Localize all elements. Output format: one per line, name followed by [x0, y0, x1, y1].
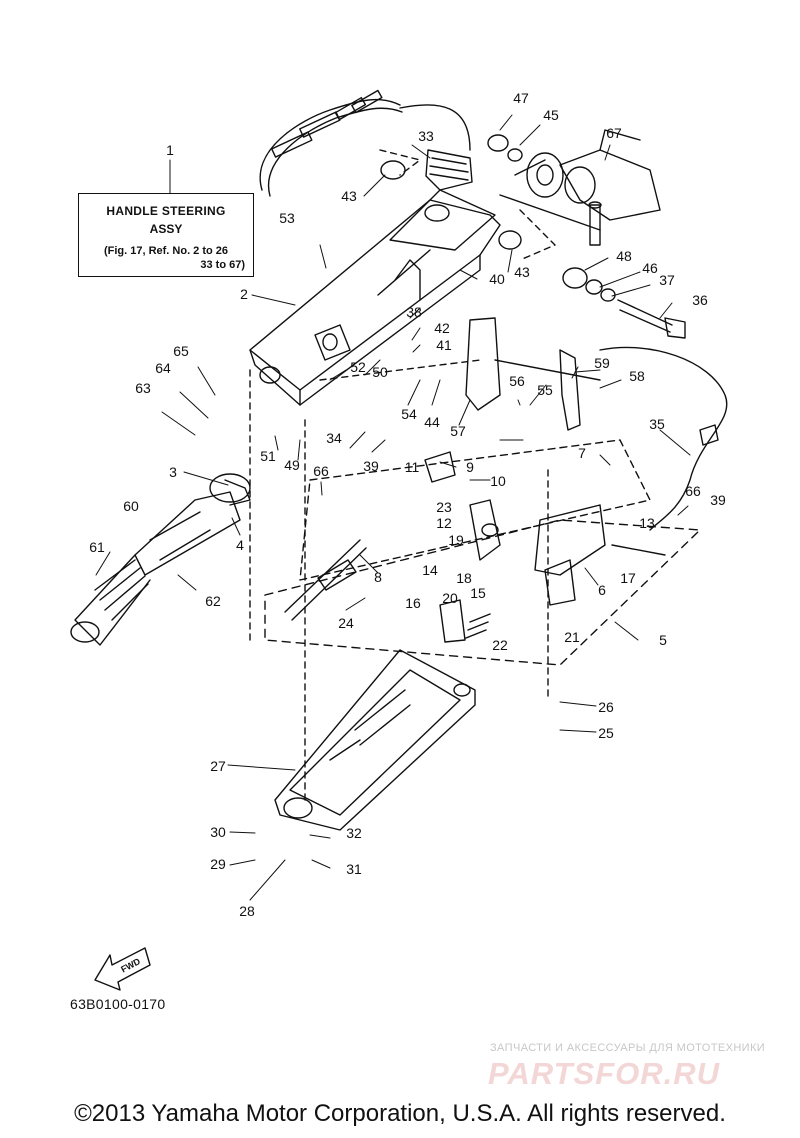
throttle-cable — [599, 346, 728, 531]
callout-64: 64 — [155, 360, 171, 376]
callout-56: 56 — [509, 373, 525, 389]
callout-4: 4 — [236, 537, 244, 553]
callout-51: 51 — [260, 448, 276, 464]
handle-bracket — [249, 189, 501, 406]
callout-66: 66 — [313, 463, 329, 479]
callout-2: 2 — [240, 286, 248, 302]
throttle-bracket-assembly — [264, 439, 701, 666]
title-line-1: HANDLE STEERING — [106, 204, 226, 218]
callout-43b: 43 — [514, 264, 530, 280]
shift-lever — [465, 317, 601, 431]
callout-10: 10 — [490, 473, 506, 489]
callout-20: 20 — [442, 590, 458, 606]
callout-23: 23 — [436, 499, 452, 515]
steering-cables — [259, 89, 471, 197]
callout-49: 49 — [284, 457, 300, 473]
callout-29: 29 — [210, 856, 226, 872]
watermark-logo: PARTSFOR.RU — [488, 1056, 721, 1091]
callout-48: 48 — [616, 248, 632, 264]
callout-45: 45 — [543, 107, 559, 123]
callout-13: 13 — [639, 515, 655, 531]
callout-26: 26 — [598, 699, 614, 715]
callout-65: 65 — [173, 343, 189, 359]
callout-67: 67 — [606, 125, 622, 141]
leader-lines — [95, 114, 691, 901]
callout-17: 17 — [620, 570, 636, 586]
callout-61: 61 — [89, 539, 105, 555]
title-line-2: ASSY — [149, 222, 183, 236]
callout-21: 21 — [564, 629, 580, 645]
callout-35: 35 — [649, 416, 665, 432]
callout-28: 28 — [239, 903, 255, 919]
callout-16: 16 — [405, 595, 421, 611]
title-line-4: 33 to 67) — [200, 259, 245, 271]
assembly-title-box: HANDLE STEERING ASSY (Fig. 17, Ref. No. … — [78, 193, 254, 277]
callout-62: 62 — [205, 593, 221, 609]
callout-1: 1 — [166, 142, 174, 158]
callout-59: 59 — [594, 355, 610, 371]
copyright-notice: ©2013 Yamaha Motor Corporation, U.S.A. A… — [74, 1100, 726, 1127]
callout-33: 33 — [418, 128, 434, 144]
callout-47: 47 — [513, 90, 529, 106]
callout-58: 58 — [629, 368, 645, 384]
callout-44: 44 — [424, 414, 440, 430]
callout-63: 63 — [135, 380, 151, 396]
throttle-grip — [70, 473, 251, 646]
callout-25: 25 — [598, 725, 614, 741]
callout-37: 37 — [659, 272, 675, 288]
callout-18: 18 — [456, 570, 472, 586]
callout-60: 60 — [123, 498, 139, 514]
guide-lines — [249, 149, 556, 801]
callout-12: 12 — [436, 515, 452, 531]
callout-42: 42 — [434, 320, 450, 336]
callout-7: 7 — [578, 445, 586, 461]
callout-14: 14 — [422, 562, 438, 578]
cable-boot — [425, 149, 473, 191]
callout-6: 6 — [598, 582, 606, 598]
callout-24: 24 — [338, 615, 354, 631]
callout-46: 46 — [642, 260, 658, 276]
callout-15: 15 — [470, 585, 486, 601]
callout-19: 19 — [448, 532, 464, 548]
bottom-cover — [274, 649, 476, 831]
callout-27: 27 — [210, 758, 226, 774]
callout-22: 22 — [492, 637, 508, 653]
callout-32: 32 — [346, 825, 362, 841]
diagram-code: 63B0100-0170 — [70, 996, 166, 1012]
callout-53: 53 — [279, 210, 295, 226]
callout-8: 8 — [374, 569, 382, 585]
callout-41: 41 — [436, 337, 452, 353]
callout-5: 5 — [659, 632, 667, 648]
watermark-tagline: ЗАПЧАСТИ И АКСЕССУАРЫ ДЛЯ МОТОТЕХНИКИ — [490, 1042, 766, 1054]
callout-43: 43 — [341, 188, 357, 204]
callout-3: 3 — [169, 464, 177, 480]
callout-39b: 39 — [710, 492, 726, 508]
title-line-3: (Fig. 17, Ref. No. 2 to 26 — [103, 245, 229, 257]
callout-34: 34 — [326, 430, 342, 446]
callout-55: 55 — [537, 382, 553, 398]
callout-54: 54 — [401, 406, 417, 422]
callout-52: 52 — [350, 359, 366, 375]
callout-57: 57 — [450, 423, 466, 439]
callout-31: 31 — [346, 861, 362, 877]
pivot-bracket — [499, 129, 661, 246]
callout-30: 30 — [210, 824, 226, 840]
callout-40: 40 — [489, 271, 505, 287]
callout-50: 50 — [372, 364, 388, 380]
callout-9: 9 — [466, 459, 474, 475]
washers-bushings — [380, 134, 686, 339]
callout-38: 38 — [406, 304, 422, 320]
callout-36: 36 — [692, 292, 708, 308]
callout-66b: 66 — [685, 483, 701, 499]
callout-11: 11 — [404, 459, 420, 475]
callout-39: 39 — [363, 458, 379, 474]
fwd-arrow-icon — [94, 947, 151, 991]
